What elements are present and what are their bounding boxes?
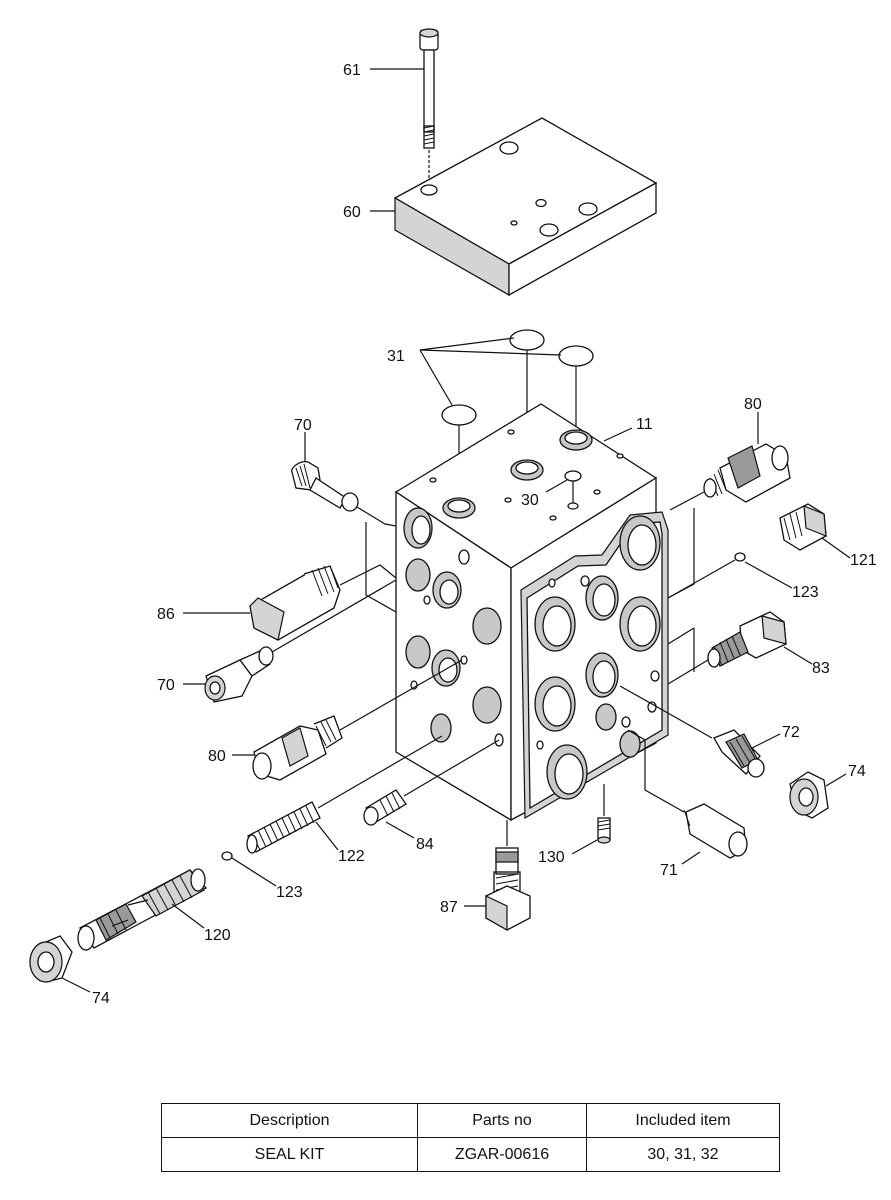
label-61: 61 (343, 62, 361, 79)
table-row: SEAL KIT ZGAR-00616 30, 31, 32 (161, 1137, 780, 1172)
part-74-plug-lower-left (29, 935, 73, 983)
label-30: 30 (521, 492, 539, 509)
cell-description: SEAL KIT (161, 1137, 418, 1172)
part-70-check-upper (291, 461, 397, 527)
label-74-right: 74 (848, 763, 866, 780)
part-121-plug (779, 503, 827, 551)
header-description: Description (161, 1103, 418, 1138)
label-80-upper: 80 (744, 396, 762, 413)
label-72: 72 (782, 724, 800, 741)
part-70-check-lower (204, 579, 397, 703)
table-header-row: Description Parts no Included item (161, 1103, 780, 1138)
part-80-valve-upper (667, 443, 791, 599)
label-74-lower: 74 (92, 990, 110, 1007)
part-83-valve (667, 611, 787, 685)
part-130-plug (597, 784, 611, 844)
part-122-spring (246, 735, 443, 854)
label-120: 120 (204, 927, 231, 944)
part-71-valve (627, 729, 748, 859)
header-included-item: Included item (586, 1103, 780, 1138)
part-87-valve (485, 820, 531, 932)
part-11-valve-body (394, 403, 669, 822)
label-31: 31 (387, 348, 405, 365)
cell-parts-no: ZGAR-00616 (417, 1137, 587, 1172)
cell-included-item: 30, 31, 32 (586, 1137, 780, 1172)
seal-kit-table: Description Parts no Included item SEAL … (161, 1103, 780, 1172)
part-84-plug (363, 739, 500, 826)
label-122: 122 (338, 848, 365, 865)
header-parts-no: Parts no (417, 1103, 587, 1138)
callout-labels: 61 60 31 11 30 70 80 121 123 86 83 70 72… (61, 62, 877, 1007)
label-70-lower: 70 (157, 677, 175, 694)
exploded-parts-diagram: 61 60 31 11 30 70 80 121 123 86 83 70 72… (29, 28, 877, 1007)
part-123-ball-upper (667, 552, 746, 599)
part-60-cover-plate (393, 117, 658, 297)
part-80-valve-lower (252, 659, 463, 781)
part-120-spool (77, 868, 208, 951)
label-84: 84 (416, 836, 434, 853)
part-30-plug (564, 470, 582, 503)
part-74-plug-right (789, 771, 829, 819)
label-130: 130 (538, 849, 565, 866)
part-61-bolt (419, 28, 439, 186)
label-123-upper: 123 (792, 584, 819, 601)
label-80-lower: 80 (208, 748, 226, 765)
label-121: 121 (850, 552, 877, 569)
label-123-lower: 123 (276, 884, 303, 901)
part-123-ball-lower (221, 851, 233, 861)
label-83: 83 (812, 660, 830, 677)
label-60: 60 (343, 204, 361, 221)
label-71: 71 (660, 862, 678, 879)
part-72-valve (619, 685, 765, 778)
label-11: 11 (636, 416, 653, 433)
label-86: 86 (157, 606, 175, 623)
label-70-upper: 70 (294, 417, 312, 434)
label-87: 87 (440, 899, 458, 916)
part-86-relief-valve (249, 522, 397, 641)
